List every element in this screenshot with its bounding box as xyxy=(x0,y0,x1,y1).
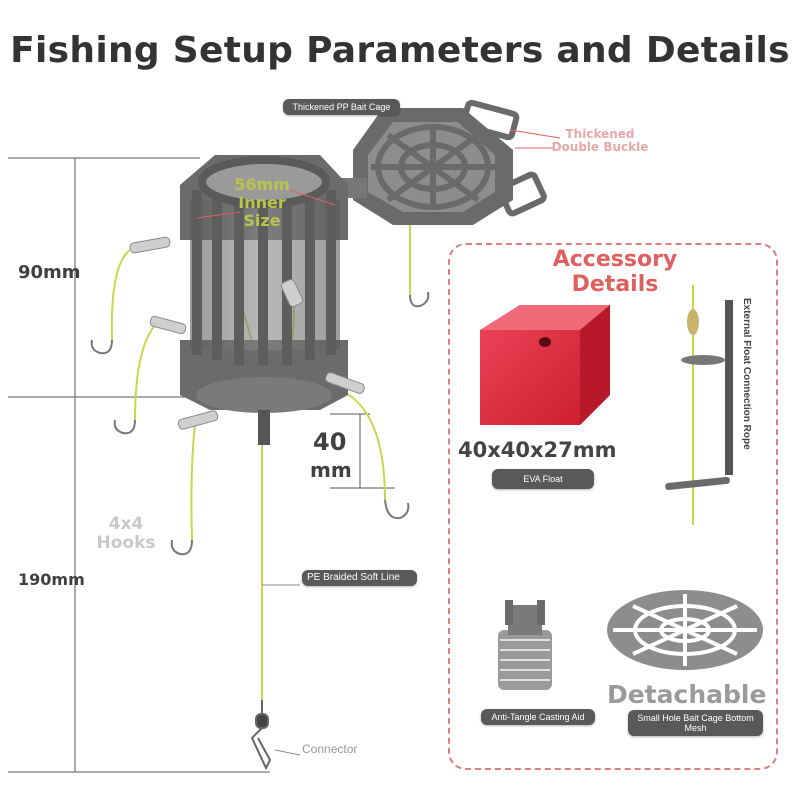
inner-size-label: 56mm Inner Size xyxy=(234,175,290,230)
pe-braided-soft-line-label: PE Braided Soft Line xyxy=(302,570,417,586)
connector-label: Connector xyxy=(302,742,358,756)
hook-icons xyxy=(90,291,430,556)
external-float-rope-label: External Float Connection Rope xyxy=(741,298,752,450)
accessory-details-panel xyxy=(448,243,778,770)
float-size-label: 40x40x27mm xyxy=(458,438,617,462)
accessory-details-title: Accessory Details xyxy=(552,247,678,297)
pointer-lines xyxy=(509,129,561,149)
connector-icon xyxy=(250,700,272,771)
eva-float-image xyxy=(480,305,610,425)
bottom-mesh-label: Small Hole Bait Cage Bottom Mesh xyxy=(628,710,763,736)
anti-tangle-image xyxy=(498,600,552,690)
dim-40-label: 40 xyxy=(313,428,347,456)
float-rope-image xyxy=(665,285,733,525)
line-sleeves xyxy=(129,236,365,430)
dim-mm-label: mm xyxy=(310,458,352,482)
bottom-mesh-image xyxy=(607,590,763,670)
height-90mm-label: 90mm xyxy=(18,262,81,283)
eva-float-label: EVA Float xyxy=(492,469,594,489)
thickened-double-buckle-label: Thickened Double Buckle xyxy=(551,127,649,154)
page-title: Fishing Setup Parameters and Details xyxy=(10,30,790,71)
cage-lid xyxy=(353,99,547,225)
thickened-pp-bait-cage-label: Thickened PP Bait Cage xyxy=(283,99,400,115)
anti-tangle-label: Anti-Tangle Casting Aid xyxy=(481,709,595,725)
bait-cage xyxy=(180,155,348,445)
height-190mm-label: 190mm xyxy=(18,570,85,589)
detachable-label: Detachable xyxy=(607,680,767,709)
hooks-label: 4x4 Hooks xyxy=(96,514,156,553)
dimension-lines xyxy=(8,157,395,773)
